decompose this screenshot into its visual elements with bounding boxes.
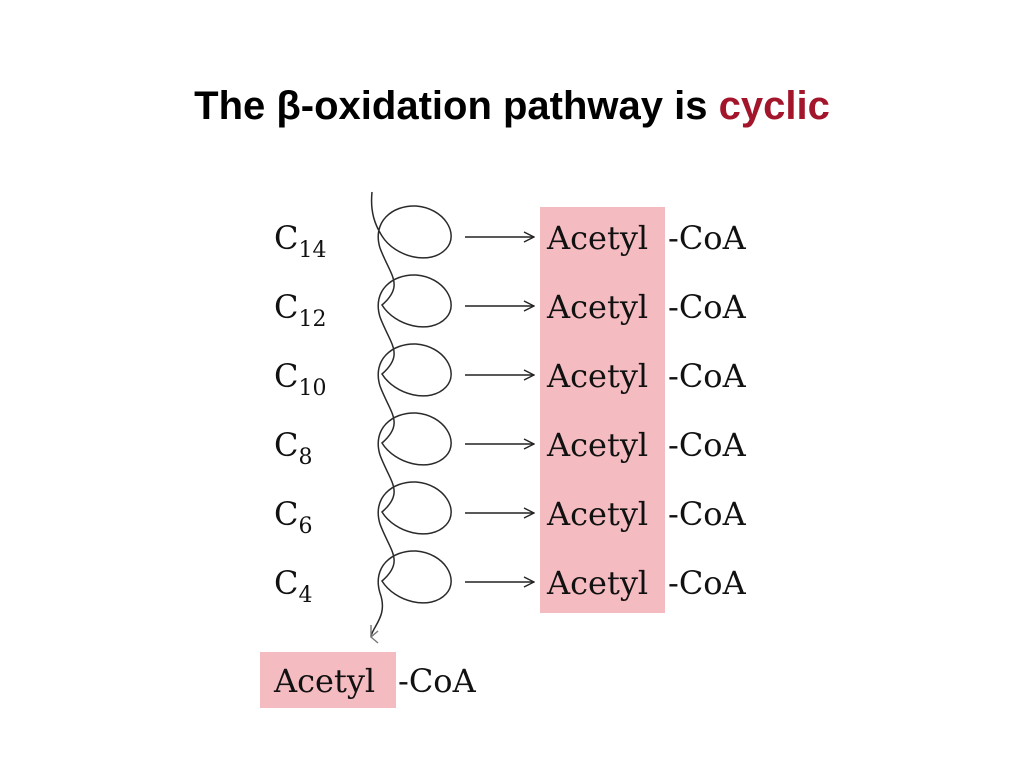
carbon-symbol: C — [274, 219, 298, 257]
carbon-chain-label: C10 — [274, 357, 326, 401]
product-acetyl: Acetyl — [546, 357, 648, 395]
carbon-symbol: C — [274, 495, 298, 533]
cycle-row: C4 Acetyl -CoA — [274, 564, 747, 608]
carbon-chain-label: C4 — [274, 564, 312, 608]
product-highlight-panel — [540, 207, 665, 613]
cycle-row: C14 Acetyl -CoA — [274, 219, 747, 263]
title-accent-word: cyclic — [718, 84, 830, 128]
carbon-chain-label: C12 — [274, 288, 326, 332]
carbon-count-subscript: 10 — [298, 376, 326, 401]
carbon-symbol: C — [274, 288, 298, 326]
carbon-chain-label: C14 — [274, 219, 326, 263]
product-acetyl: Acetyl — [546, 288, 648, 326]
final-product-acetyl: Acetyl — [273, 662, 375, 700]
carbon-count-subscript: 8 — [298, 445, 312, 470]
product-coa: -CoA — [668, 495, 747, 533]
product-acetyl: Acetyl — [546, 426, 648, 464]
carbon-chain-label: C8 — [274, 426, 312, 470]
final-product-coa: -CoA — [398, 662, 477, 700]
carbon-count-subscript: 6 — [298, 514, 312, 539]
product-acetyl: Acetyl — [546, 495, 648, 533]
cycle-row: C6 Acetyl -CoA — [274, 495, 747, 539]
cycle-row: C12 Acetyl -CoA — [274, 288, 747, 332]
carbon-symbol: C — [274, 357, 298, 395]
product-coa: -CoA — [668, 219, 747, 257]
product-acetyl: Acetyl — [546, 219, 648, 257]
carbon-count-subscript: 4 — [298, 583, 312, 608]
product-coa: -CoA — [668, 426, 747, 464]
final-product-highlight — [260, 652, 396, 708]
carbon-count-subscript: 14 — [298, 238, 326, 263]
product-coa: -CoA — [668, 288, 747, 326]
product-coa: -CoA — [668, 564, 747, 602]
product-acetyl: Acetyl — [546, 564, 648, 602]
carbon-chain-label: C6 — [274, 495, 312, 539]
product-coa: -CoA — [668, 357, 747, 395]
carbon-count-subscript: 12 — [298, 307, 326, 332]
slide-title: The β-oxidation pathway is cyclic — [0, 80, 1024, 132]
carbon-symbol: C — [274, 426, 298, 464]
title-prefix: The β-oxidation pathway is — [194, 84, 719, 128]
carbon-symbol: C — [274, 564, 298, 602]
cycle-spiral — [370, 191, 452, 637]
cycle-row: C10 Acetyl -CoA — [274, 357, 747, 401]
cycle-row: C8 Acetyl -CoA — [274, 426, 747, 470]
